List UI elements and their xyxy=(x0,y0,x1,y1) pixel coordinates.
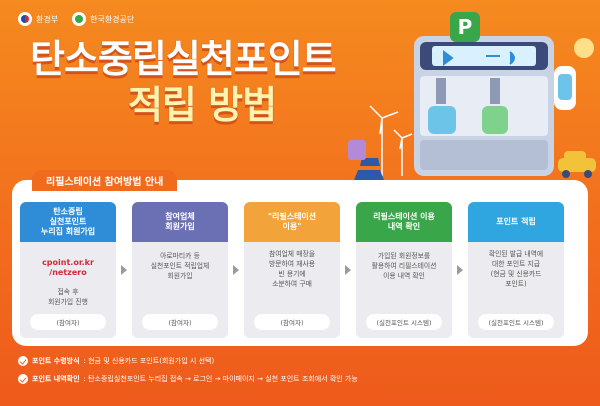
leaf-icon xyxy=(574,38,594,58)
check-circle-icon xyxy=(18,356,28,366)
point-badge-icon xyxy=(450,12,480,42)
note-text: : 현금 및 신용카드 포인트(회원가입 시 선택) xyxy=(83,357,215,365)
panel-tab: 리필스테이션 참여방법 안내 xyxy=(32,170,178,191)
step-description: 접속 후 회원가입 진행 xyxy=(48,287,88,306)
step-5: 포인트 적립 확인된 발급 내역에 대한 포인트 지급 (현금 및 신용카드 포… xyxy=(468,202,564,338)
step-title: 참여업체 회원가입 xyxy=(132,202,228,242)
government-emblem-icon xyxy=(18,12,32,26)
note-item: 포인트 내역확인 : 탄소중립실천포인트 누리집 접속 → 로그인 → 마이페이… xyxy=(18,374,358,384)
title-line-2: 적립 방법 xyxy=(127,82,277,127)
step-actor: (참여자) xyxy=(30,314,106,330)
notes: 포인트 수령방식 : 현금 및 신용카드 포인트(회원가입 시 선택) 포인트 … xyxy=(18,356,358,392)
step-body: cpoint.or.kr /netzero 접속 후 회원가입 진행 xyxy=(20,242,116,306)
title-line-1: 탄소중립실천포인트 xyxy=(30,37,337,81)
steps-row: 탄소중립 실천포인트 누리집 회원가입 cpoint.or.kr /netzer… xyxy=(20,202,580,338)
logo-bar: 환경부 한국환경공단 xyxy=(18,12,134,26)
step-title: 리필스테이션 이용 내역 확인 xyxy=(356,202,452,242)
solar-panel-icon xyxy=(354,158,384,180)
step-3: "리필스테이션 이용" 참여업체 매장을 방문하여 재사용 빈 용기에 소분하여… xyxy=(244,202,340,338)
note-label: 포인트 내역확인 xyxy=(32,375,80,383)
step-actor: (참여자) xyxy=(142,314,218,330)
step-title: 탄소중립 실천포인트 누리집 회원가입 xyxy=(20,202,116,242)
check-circle-icon xyxy=(18,374,28,384)
step-1: 탄소중립 실천포인트 누리집 회원가입 cpoint.or.kr /netzer… xyxy=(20,202,116,338)
step-actor: (실천포인트 시스템) xyxy=(478,314,554,330)
page-title: 탄소중립실천포인트 적립 방법 xyxy=(30,37,337,127)
chevron-right-icon xyxy=(228,202,244,338)
bottle-icon xyxy=(482,106,508,134)
step-actor: (실천포인트 시스템) xyxy=(366,314,442,330)
refill-station-illustration: P xyxy=(348,12,596,187)
car-icon xyxy=(558,151,596,178)
wind-turbine-icon xyxy=(369,105,413,176)
note-item: 포인트 수령방식 : 현금 및 신용카드 포인트(회원가입 시 선택) xyxy=(18,356,358,366)
step-description: 참여업체 매장을 방문하여 재사용 빈 용기에 소분하여 구매 xyxy=(269,250,315,288)
step-highlight-url: cpoint.or.kr /netzero xyxy=(42,257,94,277)
participation-guide-panel: 리필스테이션 참여방법 안내 탄소중립 실천포인트 누리집 회원가입 cpoin… xyxy=(12,170,588,346)
ministry-logo: 환경부 xyxy=(18,12,58,26)
ministry-name: 환경부 xyxy=(36,14,59,24)
step-description: 아로마티카 등 실천포인트 적립업체 회원가입 xyxy=(150,252,210,280)
agency-name: 한국환경공단 xyxy=(90,14,135,24)
chevron-right-icon xyxy=(452,202,468,338)
step-actor: (참여자) xyxy=(254,314,330,330)
step-description: 가입된 회원정보를 활용하여 리필스테이션 이용 내역 확인 xyxy=(371,252,437,280)
cup-icon xyxy=(348,140,366,160)
chevron-right-icon xyxy=(340,202,356,338)
note-label: 포인트 수령방식 xyxy=(32,357,80,365)
chevron-right-icon xyxy=(116,202,132,338)
step-4: 리필스테이션 이용 내역 확인 가입된 회원정보를 활용하여 리필스테이션 이용… xyxy=(356,202,452,338)
bottle-icon xyxy=(428,106,456,134)
step-title: "리필스테이션 이용" xyxy=(244,202,340,242)
point-badge-label: P xyxy=(458,15,473,39)
agency-logo: 한국환경공단 xyxy=(72,12,134,26)
step-description: 확인된 발급 내역에 대한 포인트 지급 (현금 및 신용카드 포인트) xyxy=(488,250,544,288)
step-title: 포인트 적립 xyxy=(468,202,564,242)
keco-logo-icon xyxy=(72,12,87,26)
note-text: : 탄소중립실천포인트 누리집 접속 → 로그인 → 마이페이지 → 실천 포인… xyxy=(83,375,358,383)
step-2: 참여업체 회원가입 아로마티카 등 실천포인트 적립업체 회원가입 (참여자) xyxy=(132,202,228,338)
